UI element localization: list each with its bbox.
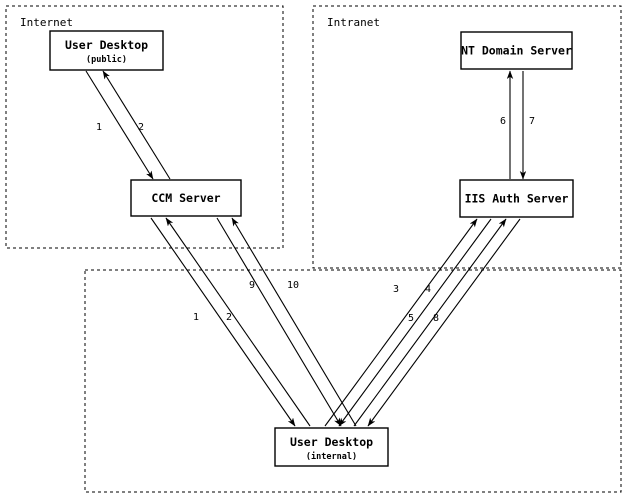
connection-c3 bbox=[324, 218, 478, 427]
step-label-7: 7 bbox=[529, 116, 535, 127]
connection-c2 bbox=[102, 70, 171, 180]
step-label-4: 4 bbox=[425, 284, 431, 295]
node-box-ccm-server[interactable] bbox=[130, 179, 242, 217]
node-nt-domain-server[interactable]: NT Domain Server bbox=[460, 31, 573, 70]
connection-c9 bbox=[216, 217, 342, 427]
step-label-1: 1 bbox=[193, 312, 199, 323]
zone-internet: Internet bbox=[5, 5, 284, 249]
step-label-1: 1 bbox=[96, 122, 102, 133]
connections-layer bbox=[85, 70, 527, 427]
node-user-desktop-public[interactable]: User Desktop (public) bbox=[49, 30, 164, 71]
connection-c10 bbox=[231, 217, 357, 427]
zone-label-intranet: Intranet bbox=[327, 16, 380, 29]
nodes-layer: User Desktop (public) CCM Server NT Domain … bbox=[49, 30, 574, 467]
node-box-nt-domain-server[interactable] bbox=[460, 31, 573, 70]
node-iis-auth-server[interactable]: IIS Auth Server bbox=[459, 179, 574, 218]
step-label-8: 8 bbox=[433, 313, 439, 324]
node-title-ccm-server: CCM Server bbox=[151, 191, 220, 205]
connection-line-c1b bbox=[150, 217, 296, 427]
zone-internal bbox=[84, 269, 622, 493]
connection-c2b bbox=[165, 217, 311, 427]
node-box-user-desktop-public[interactable] bbox=[49, 30, 164, 71]
step-label-9: 9 bbox=[249, 280, 255, 291]
step-labels-layer: 1 2 1 2 9 10 3 4 5 8 6 7 bbox=[96, 116, 535, 324]
node-ccm-server[interactable]: CCM Server bbox=[130, 179, 242, 217]
connection-line-c4 bbox=[338, 218, 492, 427]
step-label-6: 6 bbox=[500, 116, 506, 127]
node-title-user-desktop-internal: User Desktop bbox=[290, 435, 373, 449]
connection-line-c5 bbox=[353, 218, 507, 427]
connection-c1 bbox=[85, 70, 154, 180]
node-title-user-desktop-public: User Desktop bbox=[65, 38, 148, 52]
connection-line-c2b bbox=[165, 217, 311, 427]
zones-layer: Internet Intranet bbox=[5, 5, 622, 493]
zone-border-internal bbox=[84, 269, 622, 493]
connection-c5 bbox=[353, 218, 507, 427]
zone-intranet: Intranet bbox=[312, 5, 622, 269]
node-subtitle-user-desktop-public: (public) bbox=[86, 54, 127, 65]
zone-label-internet: Internet bbox=[20, 16, 73, 29]
node-user-desktop-internal[interactable]: User Desktop (internal) bbox=[274, 427, 389, 467]
node-box-iis-auth-server[interactable] bbox=[459, 179, 574, 218]
step-label-10: 10 bbox=[287, 280, 299, 291]
step-label-3: 3 bbox=[393, 284, 399, 295]
connection-line-c10 bbox=[231, 217, 357, 427]
node-subtitle-user-desktop-internal: (internal) bbox=[306, 451, 357, 462]
connection-line-c9 bbox=[216, 217, 342, 427]
step-label-2: 2 bbox=[226, 312, 232, 323]
connection-c8 bbox=[367, 218, 521, 427]
zone-border-internet bbox=[5, 5, 284, 249]
node-box-user-desktop-internal[interactable] bbox=[274, 427, 389, 467]
zone-border-intranet bbox=[312, 5, 622, 269]
connection-c4 bbox=[338, 218, 492, 427]
connection-line-c2 bbox=[102, 70, 171, 180]
connection-c1b bbox=[150, 217, 296, 427]
step-label-2: 2 bbox=[138, 122, 144, 133]
connection-line-c1 bbox=[85, 70, 154, 180]
connection-line-c3 bbox=[324, 218, 478, 427]
step-label-5: 5 bbox=[408, 313, 414, 324]
connection-line-c8 bbox=[367, 218, 521, 427]
node-title-nt-domain-server: NT Domain Server bbox=[461, 44, 572, 58]
node-title-iis-auth-server: IIS Auth Server bbox=[465, 192, 569, 206]
